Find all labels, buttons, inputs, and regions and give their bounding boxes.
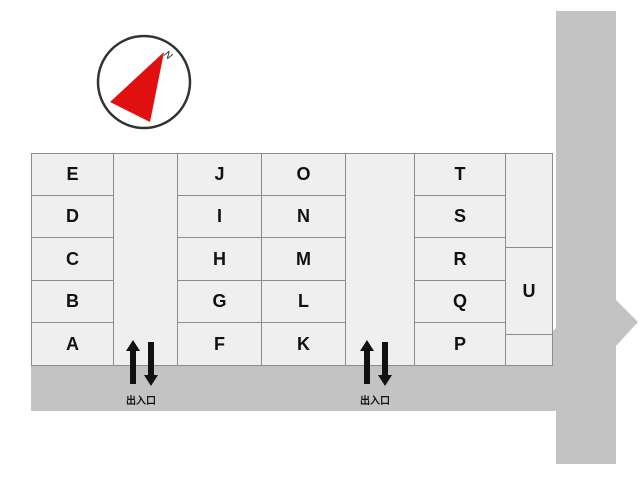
- road-direction-arrow-tip: [616, 300, 638, 346]
- entrance-label-1: 出入口: [126, 396, 156, 407]
- lot-cell: [31, 195, 114, 238]
- lot-cell: [414, 237, 506, 281]
- lot-label-b: B: [66, 291, 79, 311]
- lot-label-e: E: [66, 164, 79, 184]
- lot-label-t: T: [454, 164, 466, 184]
- aisle-1: [113, 153, 178, 366]
- arrow-in-icon: [126, 340, 140, 384]
- lot-cell: [177, 280, 262, 323]
- lot-label-d: D: [66, 206, 79, 226]
- lot-label-q: Q: [452, 291, 467, 311]
- north-needle-icon: [110, 52, 164, 122]
- arrow-out-icon: [144, 342, 158, 386]
- lot-label-k: K: [297, 333, 310, 354]
- entrance-arrows-2: [360, 340, 392, 386]
- lot-label-r: R: [453, 248, 467, 269]
- lot-label-h: H: [213, 248, 226, 269]
- lot-label-l: L: [298, 291, 309, 311]
- lot-cell: [505, 334, 553, 366]
- lot-cell: [414, 280, 506, 323]
- lot-label-g: G: [212, 291, 227, 311]
- lot-cell: [177, 195, 262, 238]
- lot-cell: [414, 195, 506, 238]
- lot-label-o: O: [296, 164, 311, 184]
- aisle-2: [345, 153, 415, 366]
- arrow-in-icon: [360, 340, 374, 384]
- lot-cell: [414, 153, 506, 196]
- lot-cell: [177, 322, 262, 366]
- lot-label-m: M: [296, 248, 311, 269]
- entrance-arrows-1: [126, 340, 158, 386]
- arrow-out-icon: [378, 342, 392, 386]
- lot-label-p: P: [453, 333, 466, 354]
- horizontal-road: [31, 366, 616, 411]
- lot-label-n: N: [297, 206, 310, 226]
- lot-cell: [414, 322, 506, 366]
- compass: [96, 34, 192, 130]
- lot-label-s: S: [453, 206, 466, 226]
- entrance-label-2: 出入口: [360, 396, 390, 407]
- lot-label-j: J: [214, 164, 225, 184]
- lot-label-u: U: [522, 280, 536, 301]
- lot-cell: [505, 153, 553, 248]
- lot-label-c: C: [66, 248, 79, 269]
- lot-label-f: F: [214, 333, 225, 354]
- lot-label-i: I: [216, 206, 222, 226]
- lot-cell: [261, 153, 346, 196]
- lot-label-a: A: [66, 333, 79, 354]
